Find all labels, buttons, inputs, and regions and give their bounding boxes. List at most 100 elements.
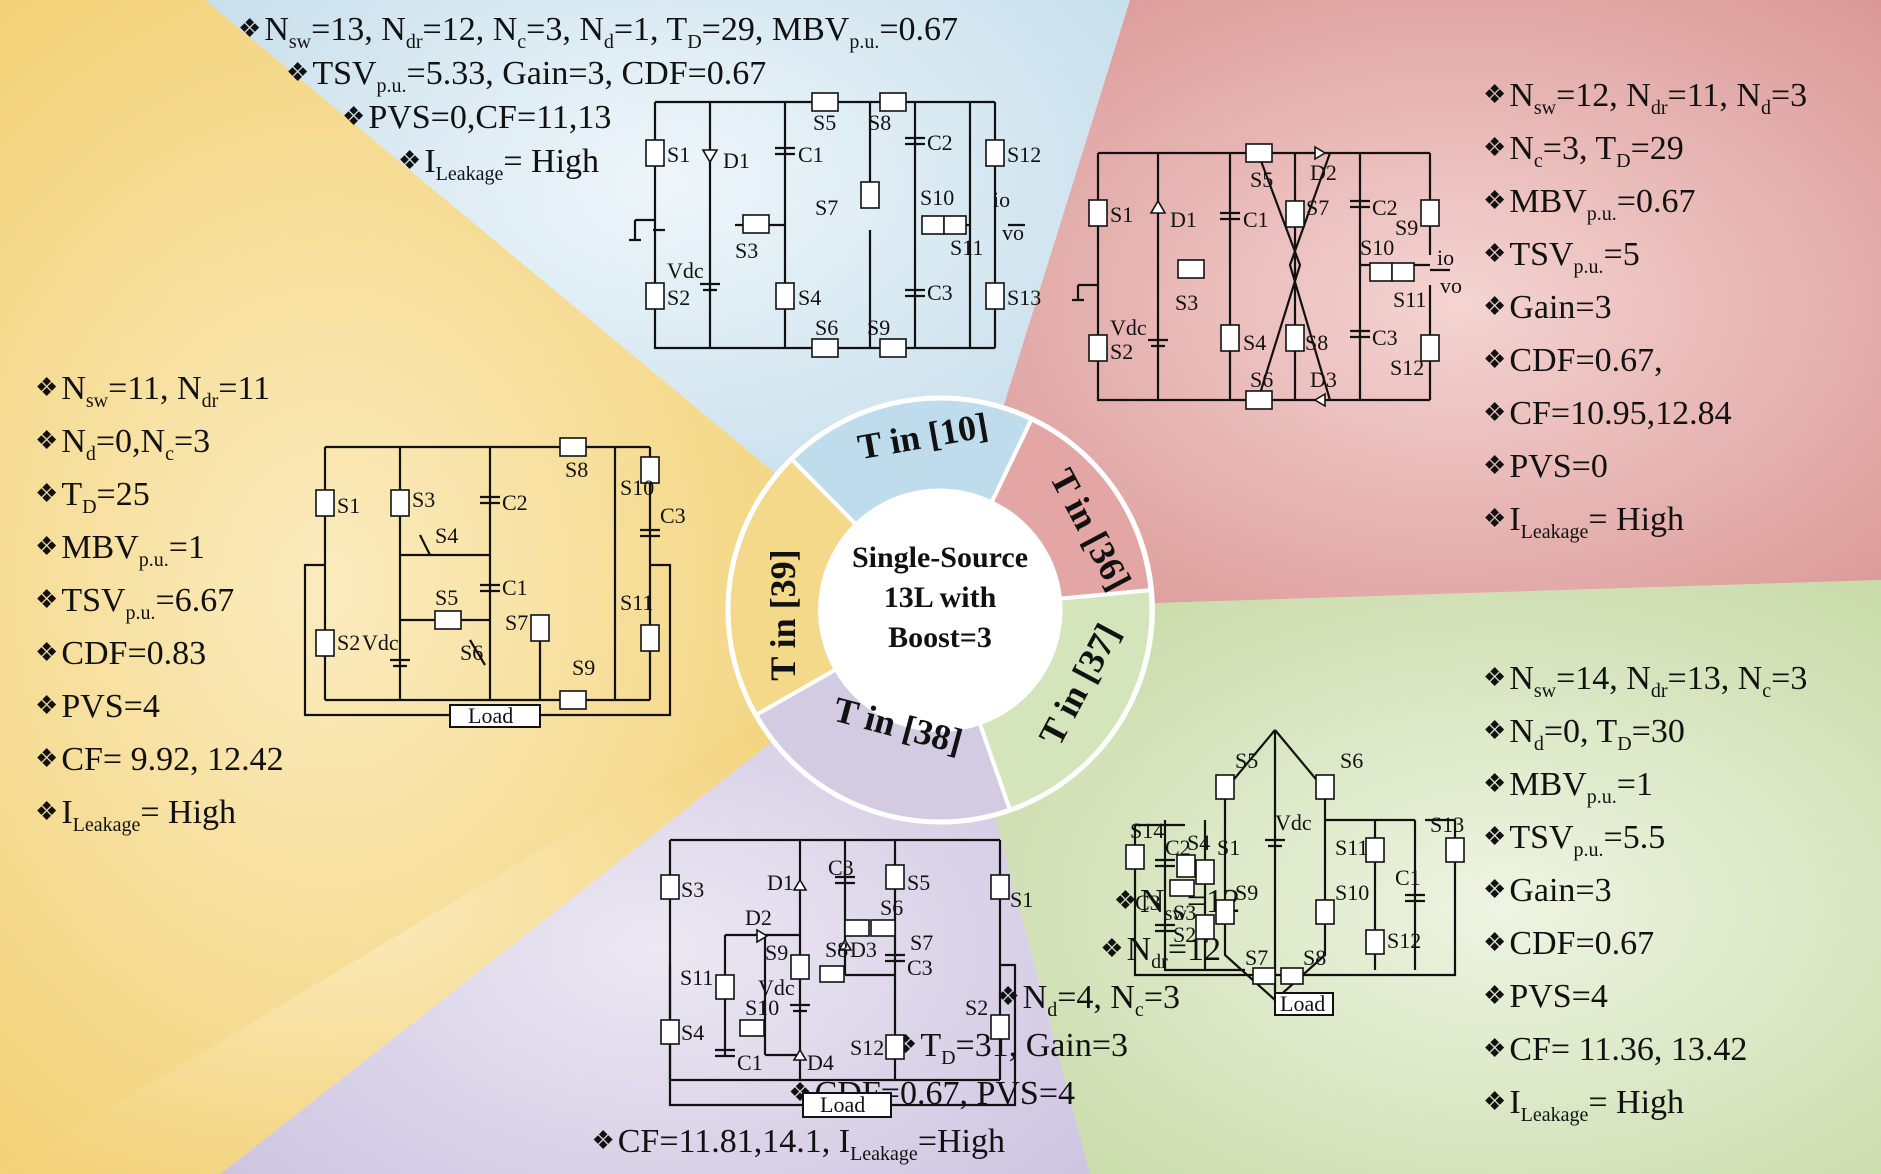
diode-d4 xyxy=(792,1048,808,1061)
load-label: Load xyxy=(468,703,513,728)
label: S10 xyxy=(745,995,779,1020)
diamond-bullet-icon: ❖ xyxy=(1483,981,1507,1010)
switch-s1 xyxy=(1088,199,1108,227)
label: S4 xyxy=(1243,330,1266,355)
label: S5 xyxy=(435,585,458,610)
spec-subscript: sw xyxy=(85,389,109,412)
spec-block-top: ❖Nsw=13, Ndr=12, Nc=3, Nd=1, TD=29, MBVp… xyxy=(238,9,958,185)
cap-c3 xyxy=(640,528,660,538)
spec-text: N xyxy=(1509,660,1534,697)
label: S10 xyxy=(1360,235,1394,260)
spec-subscript: D xyxy=(941,1046,956,1069)
diamond-bullet-icon: ❖ xyxy=(35,373,59,402)
spec-text: =3 xyxy=(1143,979,1180,1016)
spec-text: =3 xyxy=(1770,77,1808,114)
diamond-bullet-icon: ❖ xyxy=(35,479,59,508)
spec-subscript: D xyxy=(1617,732,1632,755)
spec-text: = High xyxy=(140,794,237,831)
label: S10 xyxy=(620,475,654,500)
switch-s7 xyxy=(870,919,896,937)
spec-text: MBV xyxy=(1509,183,1587,220)
spec-subscript: d xyxy=(85,442,96,465)
spec-text: N xyxy=(61,370,86,407)
spec-subscript: c xyxy=(1134,998,1144,1021)
label: S13 xyxy=(1007,285,1041,310)
cap-c3-top xyxy=(835,875,855,885)
cap-c3 xyxy=(885,953,905,963)
diode-d1 xyxy=(1149,199,1167,214)
label: S8 xyxy=(868,110,891,135)
label: S3 xyxy=(1175,290,1198,315)
label: C3 xyxy=(907,955,933,980)
switch-s5 xyxy=(811,92,839,112)
diamond-bullet-icon: ❖ xyxy=(1483,769,1507,798)
spec-subscript: d xyxy=(1533,732,1544,755)
spec-subscript: p.u. xyxy=(138,548,169,571)
switch-s2 xyxy=(990,1014,1010,1040)
switch-s7 xyxy=(1252,967,1276,985)
spec-text: = High xyxy=(1588,1084,1685,1121)
label: S8 xyxy=(1303,945,1326,970)
label: S2 xyxy=(965,995,988,1020)
switch-s13 xyxy=(985,282,1005,310)
spec-row: ❖Nsw=12, Ndr=11, Nd=3 xyxy=(1483,70,1807,123)
switch-s12 xyxy=(1365,929,1385,955)
spec-row: ❖TSVp.u.=5.33, Gain=3, CDF=0.67 xyxy=(238,53,958,97)
spec-row: ❖CDF=0.83 xyxy=(35,628,284,681)
cap-vdc xyxy=(1265,838,1285,848)
spec-text: =3 xyxy=(174,423,211,460)
spec-text: N xyxy=(1509,77,1534,114)
spec-text: =1 xyxy=(168,529,205,566)
switch-s6 xyxy=(844,919,870,937)
center-line-3: Boost=3 xyxy=(888,621,992,654)
spec-row: ❖MBVp.u.=0.67 xyxy=(1483,176,1807,229)
spec-text: =29, MBV xyxy=(701,11,850,48)
spec-row: ❖Nd=4, Nc=3 xyxy=(996,974,1180,1024)
spec-subscript: Leakage xyxy=(1520,1103,1589,1126)
cap-c1 xyxy=(775,146,795,156)
spec-subscript: sw xyxy=(1533,679,1557,702)
label: S6 xyxy=(1340,748,1363,773)
spec-text: MBV xyxy=(1509,766,1587,803)
label: S3 xyxy=(735,238,758,263)
label: S4 xyxy=(1187,830,1210,855)
switch-s8 xyxy=(1285,324,1305,352)
diamond-bullet-icon: ❖ xyxy=(35,638,59,667)
spec-row: ❖MBVp.u.=1 xyxy=(1483,759,1807,812)
spec-row: ❖TSVp.u.=5.5 xyxy=(1483,812,1807,865)
label: C3 xyxy=(1135,890,1161,915)
diamond-bullet-icon: ❖ xyxy=(1113,886,1138,915)
switch-s7 xyxy=(1285,200,1305,228)
spec-subscript: sw xyxy=(288,30,312,53)
spec-row: ❖CF=11.81,14.1, ILeakage=High xyxy=(591,1118,1005,1168)
spec-text: =6.67 xyxy=(155,582,235,619)
spec-text: =3, N xyxy=(526,11,604,48)
spec-text: =0,N xyxy=(95,423,166,460)
spec-text: =3, T xyxy=(1542,130,1617,167)
cap-c1 xyxy=(1220,211,1240,221)
label: Vdc xyxy=(362,630,399,655)
label: S1 xyxy=(667,142,690,167)
switch-s11 xyxy=(715,974,735,1000)
spec-subscript: d xyxy=(1760,96,1771,119)
label: S1 xyxy=(1010,887,1033,912)
spec-row: ❖TD=25 xyxy=(35,469,284,522)
circuit-bottom: Load S3 D1 C3 S5 S1 D2 S6 S11 S9 S8 S7 D… xyxy=(660,838,1033,1118)
switch-s3 xyxy=(1177,259,1205,279)
cap-vdc xyxy=(790,1003,810,1013)
spec-text: =0.67 xyxy=(1616,183,1696,220)
load-box xyxy=(1274,992,1334,1016)
spec-subscript: Leakage xyxy=(1520,520,1589,543)
diamond-bullet-icon: ❖ xyxy=(1483,928,1507,957)
label: S10 xyxy=(920,185,954,210)
label: S11 xyxy=(950,235,983,260)
cap-c2 xyxy=(905,136,925,146)
diamond-bullet-icon: ❖ xyxy=(35,532,59,561)
spec-text: N xyxy=(1022,979,1048,1016)
spec-text: =0.67 xyxy=(879,11,958,48)
label: S12 xyxy=(1007,142,1041,167)
spec-row: ❖PVS=4 xyxy=(35,681,284,734)
spec-text: PVS=4 xyxy=(1509,978,1608,1015)
switch-s6 xyxy=(1245,390,1273,410)
spec-subscript: D xyxy=(1616,149,1631,172)
